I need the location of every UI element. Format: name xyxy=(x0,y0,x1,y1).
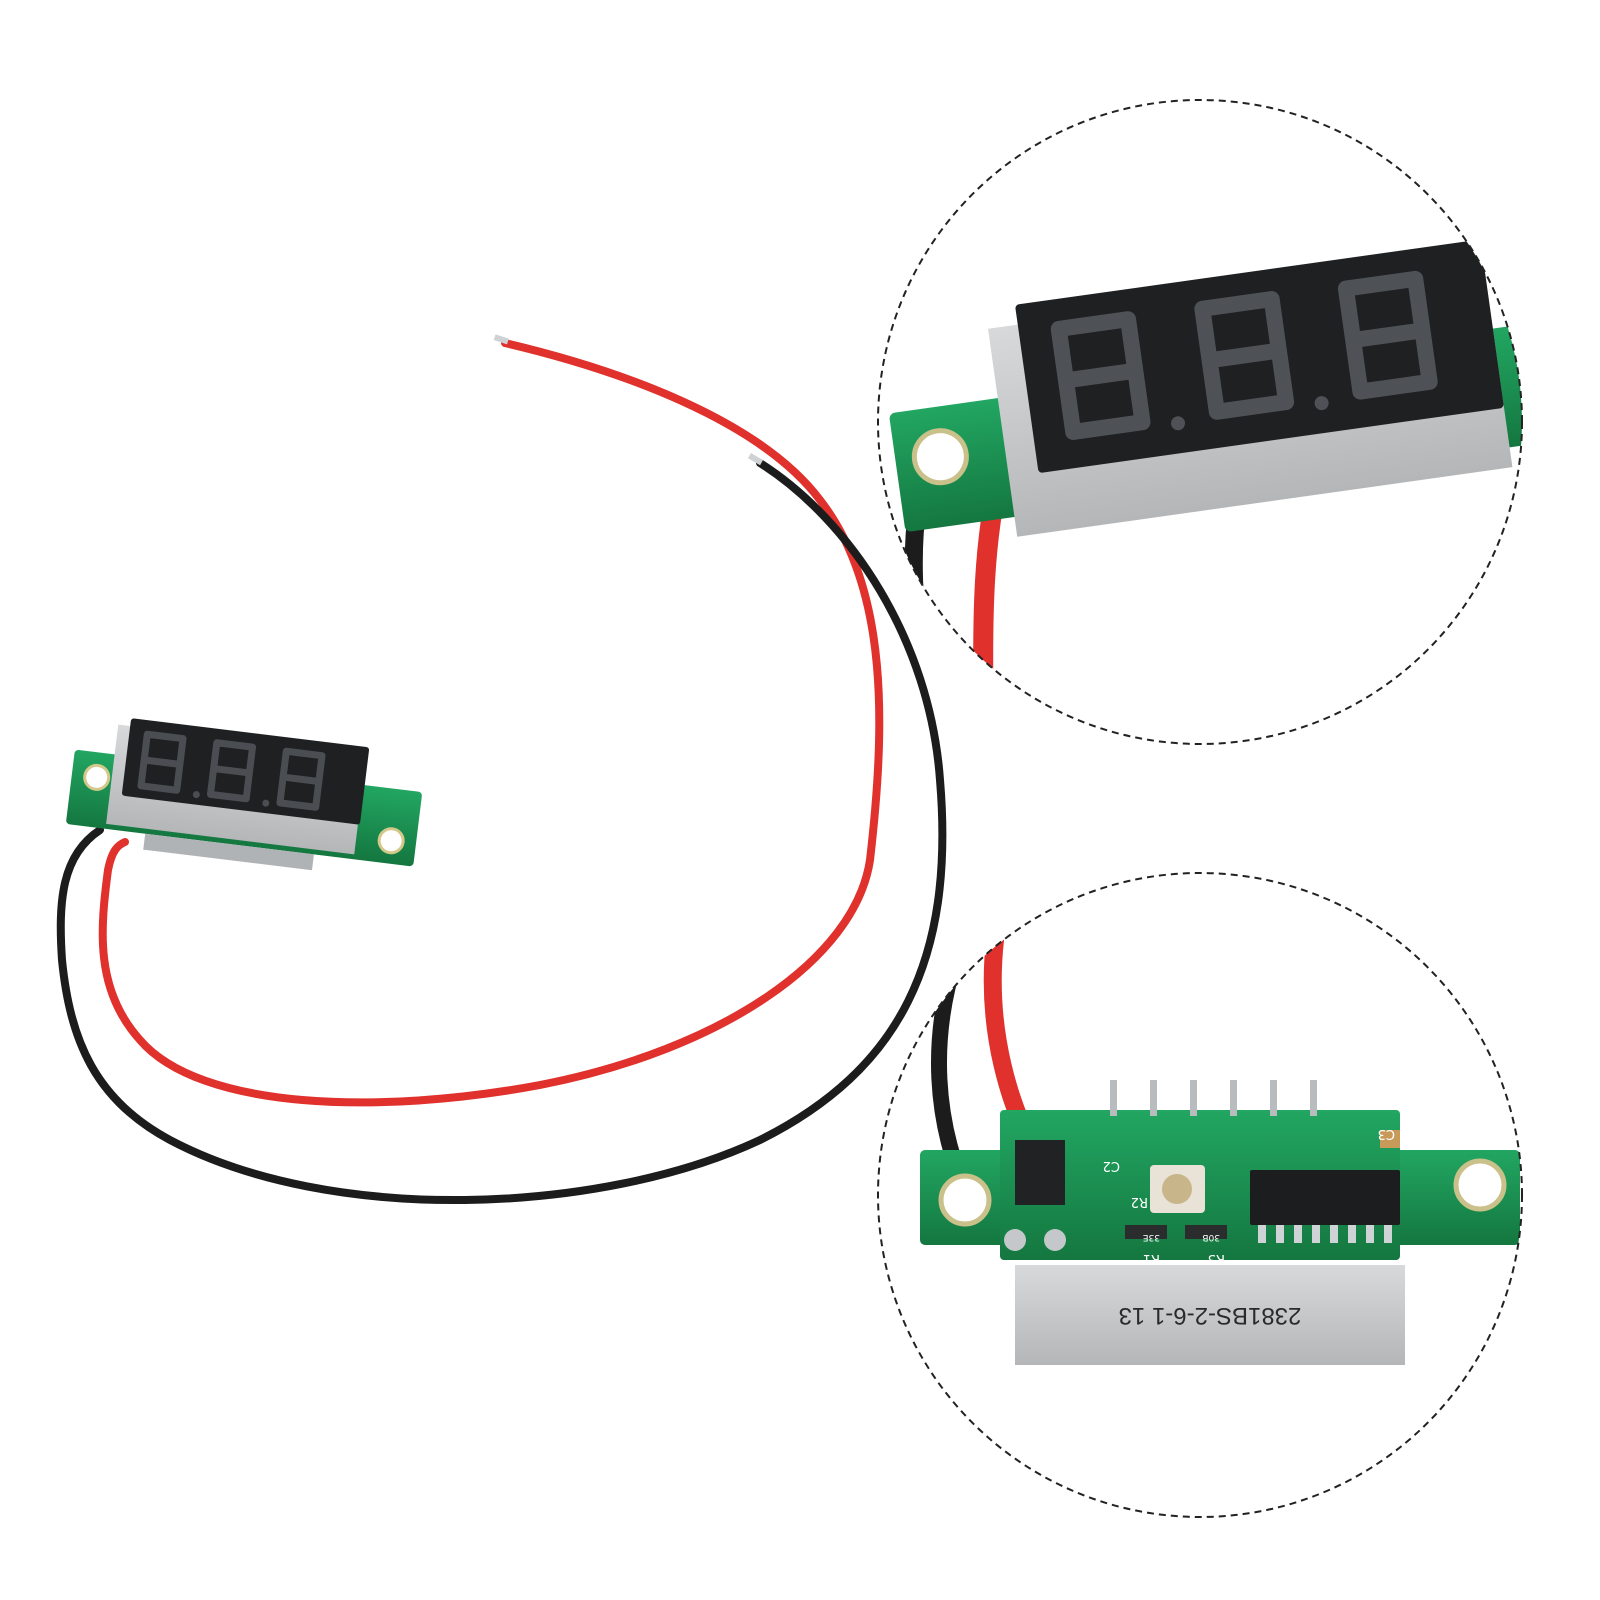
silk-c3: C3 xyxy=(1378,1126,1395,1141)
zoom-circle-display xyxy=(877,99,1523,745)
pin-header xyxy=(143,833,314,871)
silk-r1-value: 33E xyxy=(1143,1232,1160,1242)
seven-segment-digits xyxy=(137,730,326,811)
black-wire-tip xyxy=(747,453,764,466)
wires xyxy=(56,334,947,1204)
black-wire xyxy=(56,459,947,1204)
zoom2-resistor-r1 xyxy=(1125,1225,1167,1239)
silk-c2: C2 xyxy=(1103,1158,1120,1173)
silk-r1: R1 xyxy=(1143,1251,1160,1266)
zoom2-ic-pins xyxy=(1258,1225,1392,1243)
zoom2-solder-pad-1 xyxy=(1004,1229,1026,1251)
mount-hole-left xyxy=(83,763,111,791)
module-sticker-text: 2381BS-2-6-1 13 xyxy=(1119,1302,1302,1329)
zoom2-ic-chip xyxy=(1250,1170,1400,1225)
zoom-seven-segment-digits xyxy=(1050,270,1438,440)
zoom-mount-hole xyxy=(911,428,969,486)
zoom2-header-pins xyxy=(1110,1080,1317,1116)
zoom2-mount-hole-right xyxy=(1453,1158,1507,1212)
mount-hole-right xyxy=(377,827,405,855)
red-wire xyxy=(98,339,884,1107)
silk-r2: R2 xyxy=(1131,1194,1148,1209)
zoom2-resistor-r3 xyxy=(1185,1225,1227,1239)
main-voltmeter-module xyxy=(66,718,422,871)
zoom2-transistor xyxy=(1015,1140,1065,1205)
red-wire-tip xyxy=(493,334,509,345)
zoom2-capacitor-c3 xyxy=(1380,1130,1400,1148)
zoom2-solder-pad-2 xyxy=(1044,1229,1066,1251)
zoom2-display-housing xyxy=(1015,1265,1405,1365)
silk-r3-value: 30B xyxy=(1202,1232,1220,1242)
silk-r3: R3 xyxy=(1208,1251,1225,1266)
zoom2-mount-hole-left xyxy=(938,1173,992,1227)
zoom-circle-board-back: C2 R2 C3 R1 R3 33E 30B 2381BS-2-6-1 13 xyxy=(877,872,1523,1518)
